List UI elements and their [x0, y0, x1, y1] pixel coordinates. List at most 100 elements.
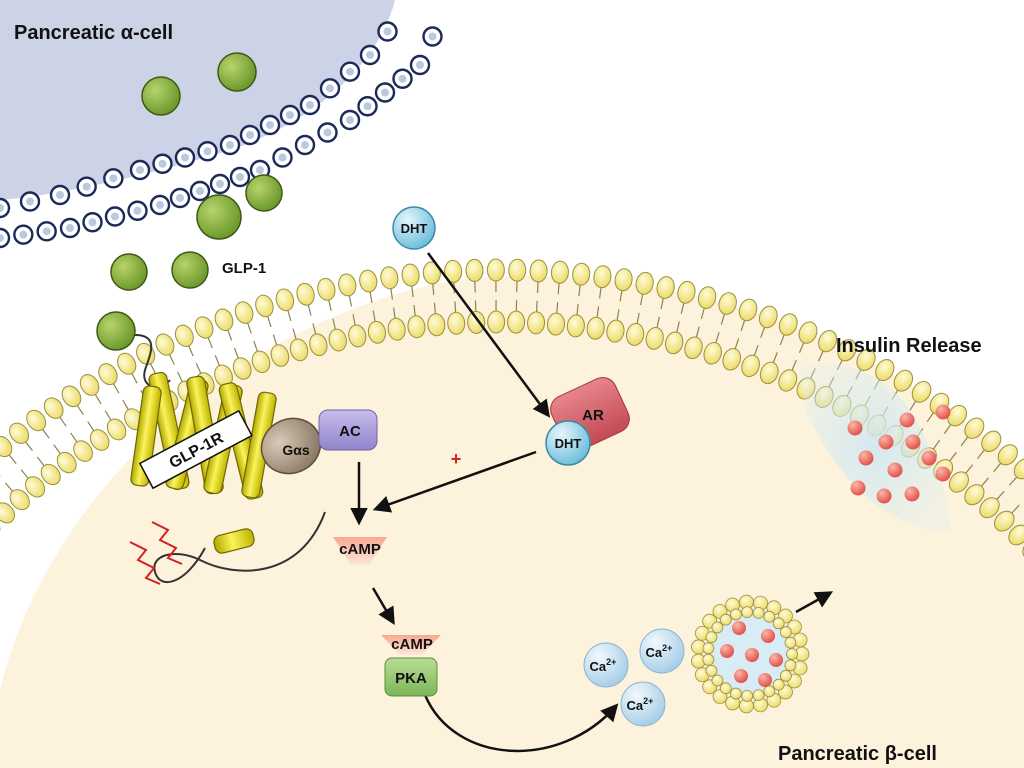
lipid-head — [61, 385, 82, 408]
lipid-head — [234, 301, 254, 324]
lipid-head — [614, 268, 633, 292]
calcium-ion — [639, 628, 685, 674]
alpha-membrane-vesicle-core — [416, 61, 424, 69]
alpha-membrane-vesicle-core — [236, 173, 244, 181]
alpha-membrane-vesicle-core — [266, 121, 274, 129]
lipid-head — [550, 260, 569, 284]
lipid-head — [106, 418, 127, 441]
lipid-head — [0, 435, 13, 458]
lipid-head — [645, 326, 664, 350]
lipid-head — [487, 310, 506, 334]
insulin-granule — [732, 621, 746, 635]
alpha-membrane-vesicle-core — [111, 212, 119, 221]
lipid-head — [136, 342, 156, 365]
lipid-head — [465, 258, 484, 282]
lipid-head — [338, 273, 357, 297]
beta-cell-label: Pancreatic β-cell — [778, 743, 937, 765]
lipid-head — [994, 510, 1015, 532]
insulin-granule — [758, 673, 772, 687]
lipid-head — [818, 330, 838, 353]
insulin-granule — [769, 653, 783, 667]
lipid-head — [26, 409, 47, 432]
lipid-head — [427, 313, 446, 337]
lipid-head — [911, 381, 932, 403]
alpha-membrane-vesicle-core — [286, 111, 294, 119]
lipid-head — [718, 292, 737, 315]
lipid-head — [997, 444, 1018, 466]
lipid-head — [893, 369, 914, 392]
lipid-head — [508, 258, 527, 282]
alpha-membrane-vesicle-core — [246, 131, 254, 139]
arrow-vesicle-to-release — [795, 591, 834, 614]
alpha-membrane-vesicle-core — [346, 67, 354, 76]
lipid-head — [255, 294, 274, 318]
lipid-head — [758, 305, 778, 329]
lipid-head — [979, 497, 1000, 519]
lipid-head — [367, 320, 387, 344]
lipid-head — [24, 476, 46, 498]
lipid-head — [40, 463, 61, 486]
pka-label: PKA — [395, 670, 427, 687]
alpha-membrane-vesicle-core — [226, 141, 234, 149]
vesicle-lipid-head — [719, 613, 732, 626]
alpha-membrane-vesicle — [0, 227, 11, 249]
lipid-head — [546, 312, 565, 336]
lipid-head — [194, 316, 214, 339]
alpha-membrane-vesicle-core — [381, 88, 389, 97]
lipid-head — [214, 308, 234, 332]
camp-molecule-1 — [333, 537, 387, 565]
beta-cell-membrane — [0, 258, 1024, 560]
lipid-head — [401, 263, 420, 287]
lipid-head — [697, 286, 717, 309]
palmitoylation-zigzag-2 — [151, 521, 183, 565]
alpha-membrane-vesicle-core — [0, 234, 4, 242]
alpha-membrane-vesicle-core — [109, 174, 118, 183]
vesicle-lipid-head — [779, 626, 792, 639]
alpha-membrane-vesicle-core — [203, 147, 212, 156]
lipid-head — [467, 310, 486, 334]
insulin-granule — [935, 404, 951, 420]
lipid-head — [837, 339, 857, 362]
lipid-head — [981, 430, 1002, 452]
lipid-head — [875, 359, 895, 382]
ar-label: AR — [582, 407, 604, 424]
camp-molecule-2 — [381, 635, 441, 655]
lipid-head — [566, 314, 585, 338]
vesicle-lipid-head — [711, 621, 724, 634]
lipid-head — [9, 422, 30, 444]
calcium-label: Ca2+ — [627, 696, 654, 713]
arrow-dht-to-ar — [426, 252, 551, 418]
palmitoylation-zigzag-1 — [129, 541, 161, 585]
insulin-granule — [734, 669, 748, 683]
alpha-membrane-vesicle-core — [346, 116, 354, 124]
ac-enzyme — [318, 409, 378, 451]
insulin-granule — [887, 462, 903, 478]
alpha-cell-cytoplasm — [0, 0, 395, 200]
alpha-membrane-vesicle-core — [256, 166, 264, 174]
lipid-head — [275, 288, 295, 312]
vesicle-lipid-head — [702, 642, 715, 655]
vesicle-lipid-head — [752, 606, 765, 619]
lipid-head — [98, 363, 118, 386]
lipid-head — [684, 336, 703, 360]
gas-protein — [260, 417, 322, 475]
calcium-label: Ca2+ — [590, 657, 617, 674]
dht-molecule-free — [392, 206, 436, 250]
vesicle-lipid-head — [784, 659, 797, 672]
lipid-head — [380, 266, 399, 290]
alpha-membrane-vesicle-core — [216, 180, 224, 188]
alpha-membrane-vesicle-core — [26, 197, 34, 206]
arrow-pka-to-calcium — [423, 694, 619, 753]
alpha-membrane-vesicle-core — [0, 204, 4, 212]
alpha-membrane-vesicle-core — [301, 141, 309, 149]
alpha-membrane-vesicle-core — [88, 218, 97, 227]
vesicle-lipid-head — [779, 669, 792, 682]
insulin-granule — [899, 412, 915, 428]
vesicle-lipid-head — [752, 689, 765, 702]
alpha-membrane-vesicle-core — [326, 84, 334, 93]
alpha-membrane-vesicle-core — [136, 166, 144, 174]
lipid-head — [251, 350, 271, 374]
bound-glp1-ligand — [96, 311, 136, 351]
vesicle-lipid-head — [730, 687, 742, 700]
